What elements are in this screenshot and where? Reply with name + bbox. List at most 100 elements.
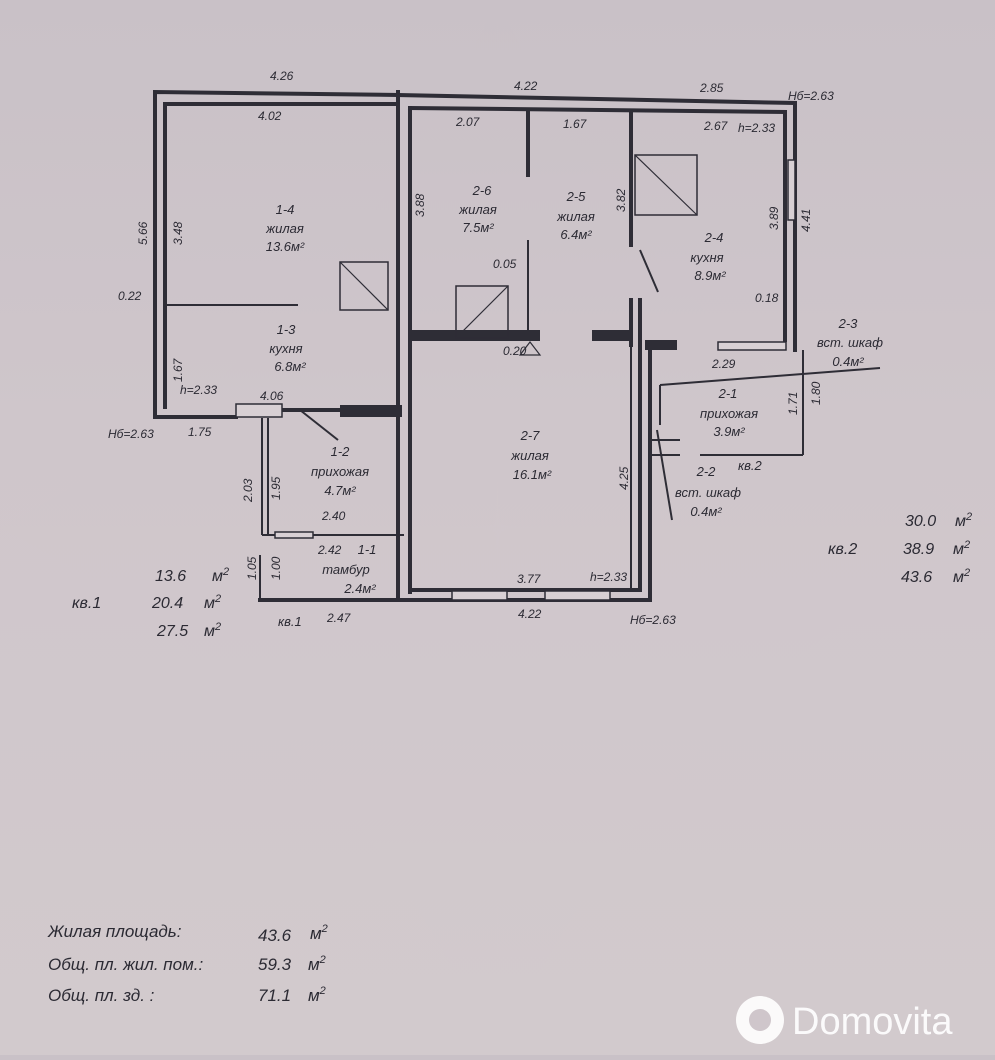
stove-2: [455, 285, 509, 339]
dim-right-389: 3.89: [767, 206, 781, 230]
room-1-3-name: кухня: [269, 341, 302, 356]
room-1-1: 1-1 тамбур 2.4м²: [322, 542, 376, 596]
total-unit-apartments: м2: [308, 954, 326, 974]
domovita-watermark: Domovita: [736, 996, 953, 1044]
room-2-6-id: 2-6: [472, 183, 493, 198]
room-2-3-id: 2-3: [838, 316, 859, 331]
dim-2-29: 2.29: [711, 357, 736, 371]
window-27-right: [544, 590, 611, 601]
room-2-5-area: 6.4м²: [560, 227, 592, 242]
kv2-inner-top-wall: [407, 105, 788, 115]
dim-2-47: 2.47: [326, 611, 352, 625]
dim-h-27: h=2.33: [590, 570, 627, 584]
kv1-value-1: 13.6: [155, 568, 186, 585]
dim-4-25: 4.25: [617, 466, 631, 490]
door-12-11: [274, 531, 314, 539]
dim-1-71: 1.71: [786, 392, 800, 415]
room-2-2-name: вст. шкаф: [675, 485, 741, 500]
kv1-outer-wall: [153, 89, 401, 419]
room-2-6-name: жилая: [458, 202, 497, 217]
dim-h-top-right: Hб=2.63: [788, 89, 834, 103]
dim-1-80: 1.80: [809, 381, 823, 405]
dim-wall-388: 3.88: [413, 193, 427, 217]
stove-1: [339, 261, 389, 311]
kv1-value-2: 20.4: [151, 595, 183, 612]
kv2-value-1: 30.0: [905, 513, 936, 530]
stove-3-diagonal: [634, 154, 698, 216]
totals-table: Жилая площадь: 43.6 м2 Общ. пл. жил. пом…: [47, 922, 328, 1005]
dim-0-05: 0.05: [493, 257, 517, 271]
room-1-2-name: прихожая: [311, 464, 369, 479]
kv2-value-2: 38.9: [903, 541, 934, 558]
kv2-plan-label: кв.2: [738, 458, 763, 473]
room-1-1-name: тамбур: [322, 562, 370, 577]
dim-wall-382: 3.82: [614, 188, 628, 212]
room-2-7: 2-7 жилая 16.1м²: [510, 428, 552, 482]
dim-inner-24-top: 2.67: [703, 119, 729, 133]
room-2-5-name: жилая: [556, 209, 595, 224]
kv2-unit-3: м2: [953, 567, 970, 586]
door-swing-24: [639, 249, 659, 293]
room-1-1-id: 1-1: [358, 542, 377, 557]
leader-lines: [299, 249, 881, 521]
room-2-7-name: жилая: [510, 448, 549, 463]
room-2-3-name: вст. шкаф: [817, 335, 883, 350]
stove-3: [634, 154, 698, 216]
room-2-5: 2-5 жилая 6.4м²: [556, 189, 595, 242]
room-2-7-id: 2-7: [520, 428, 541, 443]
room-2-2-id: 2-2: [696, 464, 717, 479]
stove-1-diagonal: [339, 261, 389, 311]
dim-left-outer: 5.66: [136, 221, 150, 245]
dim-2-42: 2.42: [317, 543, 342, 557]
total-unit-building: м2: [308, 985, 326, 1005]
room-2-3-area: 0.4м²: [832, 354, 864, 369]
dim-h-24: h=2.33: [738, 121, 775, 135]
dim-3-77: 3.77: [517, 572, 542, 586]
total-label-apartments: Общ. пл. жил. пом.:: [48, 955, 203, 974]
domovita-logo-text: Domovita: [792, 1001, 953, 1043]
room-2-4: 2-4 кухня 8.9м²: [690, 230, 726, 283]
door-swing-12: [299, 409, 339, 441]
dim-0-20: 0.20: [503, 344, 527, 358]
room-2-3: 2-3 вст. шкаф 0.4м²: [817, 316, 883, 369]
leader-22: [656, 429, 673, 521]
room-2-1-area: 3.9м²: [713, 424, 745, 439]
room-2-7-area: 16.1м²: [513, 467, 552, 482]
dim-top-mid: 4.22: [514, 79, 538, 93]
dim-1-00: 1.00: [269, 556, 283, 580]
total-value-living: 43.6: [258, 926, 292, 945]
dim-inner-26-top: 2.07: [455, 115, 481, 129]
dim-inner-25-top: 1.67: [563, 117, 588, 131]
total-unit-living: м2: [310, 923, 328, 943]
summary-kv1: 13.6 м2 кв.1 20.4 м2 27.5 м2: [72, 566, 229, 640]
stoves: [339, 154, 698, 356]
kv2-top-wall: [395, 92, 797, 352]
window-24-bottom: [717, 341, 787, 351]
kv1-plan-label: кв.1: [278, 614, 302, 629]
wall-block-21: [645, 340, 677, 350]
total-label-living: Жилая площадь:: [47, 922, 182, 941]
room-2-1-name: прихожая: [700, 406, 758, 421]
dim-left-0-22: 0.22: [118, 289, 142, 303]
room-2-2: 2-2 вст. шкаф 0.4м²: [675, 464, 741, 519]
kv1-label: кв.1: [72, 595, 101, 612]
total-value-apartments: 59.3: [258, 955, 292, 974]
room-2-4-id: 2-4: [704, 230, 724, 245]
partition-26-27: [410, 330, 540, 341]
room-2-6-area: 7.5м²: [462, 220, 494, 235]
kv2-unit-2: м2: [953, 539, 970, 558]
dim-4-06: 4.06: [260, 389, 284, 403]
dim-top-right: 2.85: [699, 81, 724, 95]
dim-1-95: 1.95: [269, 476, 283, 500]
total-value-building: 71.1: [258, 986, 291, 1005]
room-1-4: 1-4 жилая 13.6м²: [265, 202, 305, 254]
dim-left-inner: 3.48: [171, 221, 185, 245]
leader-23: [659, 367, 881, 386]
room-1-2-id: 1-2: [331, 444, 351, 459]
dim-1-05: 1.05: [245, 556, 259, 580]
room-1-3-area: 6.8м²: [274, 359, 306, 374]
kv1-unit-2: м2: [204, 593, 221, 612]
kv1-unit-3: м2: [204, 621, 221, 640]
